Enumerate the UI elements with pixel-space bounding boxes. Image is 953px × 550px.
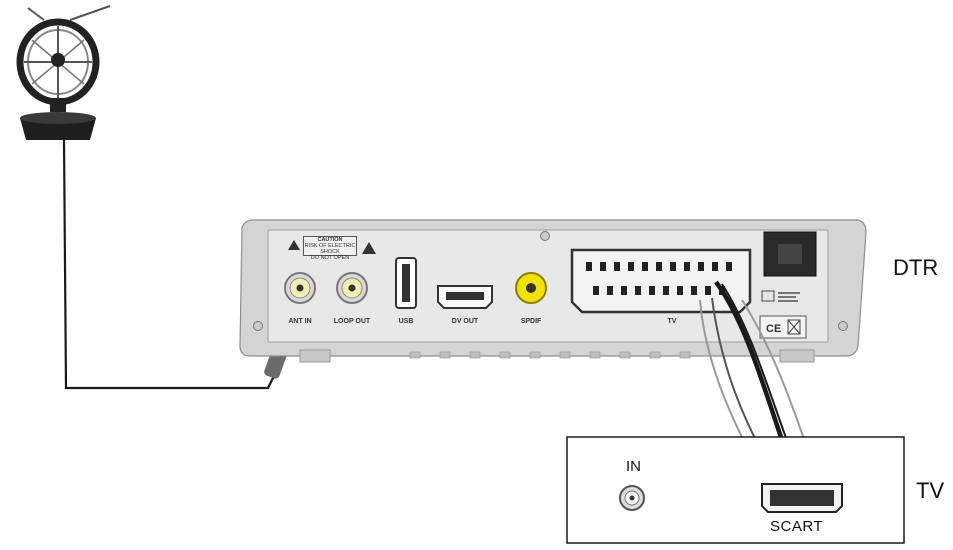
tv-label: TV	[916, 478, 945, 503]
usb-port	[395, 257, 417, 309]
ant-in-port-label: ANT IN	[288, 318, 312, 325]
tv-scart-label: SCART	[770, 518, 824, 535]
regulatory-marks-icon: CE	[759, 290, 807, 339]
loop-out-port-label: LOOP OUT	[333, 318, 371, 325]
tv-in-port	[619, 485, 645, 511]
caution-line-2: DO NOT OPEN	[310, 255, 350, 261]
loop-out-port	[336, 272, 368, 304]
spdif-port	[515, 272, 547, 304]
dv-out-port-label: DV OUT	[451, 318, 479, 325]
antenna-icon	[16, 5, 111, 140]
antenna-cable	[62, 139, 277, 390]
caution-title: CAUTION	[317, 237, 343, 243]
spdif-port-label: SPDIF	[520, 318, 542, 325]
tv-box	[566, 436, 905, 544]
tv-in-label: IN	[626, 458, 641, 475]
dtr-label: DTR	[893, 255, 939, 280]
dv-out-port	[437, 285, 493, 309]
usb-port-label: USB	[398, 318, 414, 325]
scart-port-tv	[761, 483, 843, 513]
scart-port-dtr	[570, 248, 752, 314]
power-switch-icon	[763, 231, 817, 277]
caution-line-1: RISK OF ELECTRIC SHOCK	[304, 243, 356, 255]
svg-text:CE: CE	[766, 323, 781, 335]
ant-in-port	[284, 272, 316, 304]
scart-port-dtr-label: TV	[667, 318, 677, 325]
caution-sticker: CAUTION RISK OF ELECTRIC SHOCK DO NOT OP…	[303, 236, 357, 261]
